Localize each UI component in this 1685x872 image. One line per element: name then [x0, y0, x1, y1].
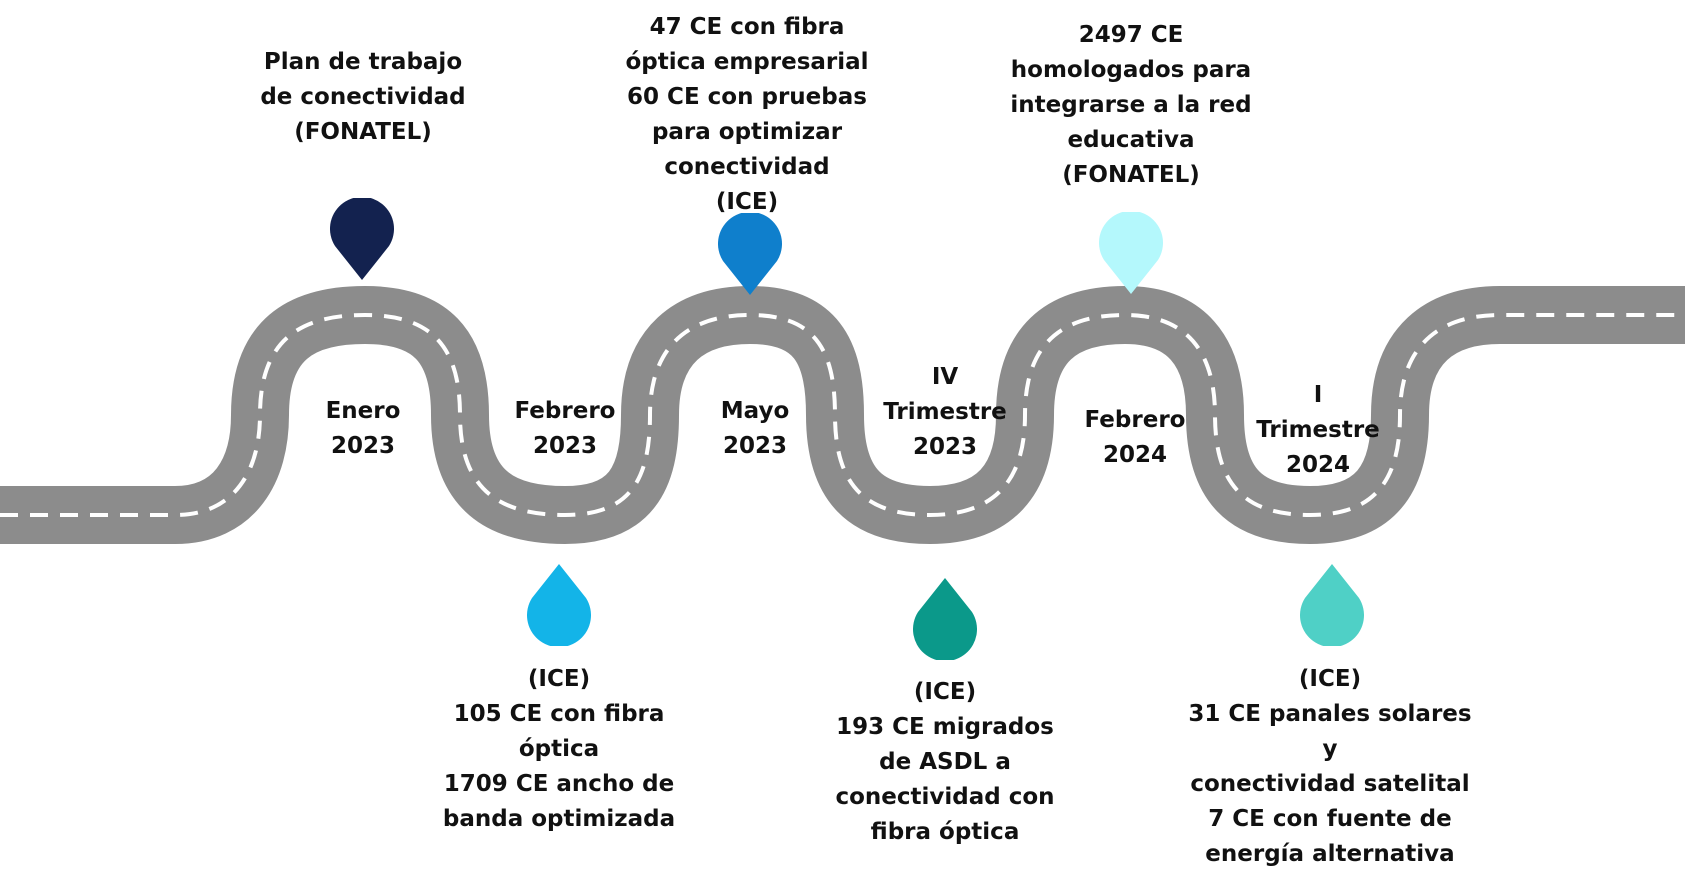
milestone-3-date: Mayo 2023 [720, 398, 790, 459]
milestone-1-description: Plan de trabajo de conectividad (FONATEL… [260, 49, 466, 145]
milestone-5-pin-icon [1099, 212, 1163, 294]
milestone-3-description: 47 CE con fibra óptica empresarial 60 CE… [625, 14, 869, 215]
milestone-6-description: (ICE) 31 CE panales solares y conectivid… [1188, 666, 1472, 867]
milestone-5-date: Febrero 2024 [1084, 407, 1186, 468]
milestone-6-date: I Trimestre 2024 [1256, 382, 1380, 478]
milestone-1-pin-icon [330, 198, 394, 280]
milestone-2-date: Febrero 2023 [514, 398, 616, 459]
milestone-4-description: (ICE) 193 CE migrados de ASDL a conectiv… [835, 679, 1055, 845]
milestone-1-date: Enero 2023 [325, 398, 401, 459]
milestone-5-description: 2497 CE homologados para integrarse a la… [1010, 22, 1252, 188]
milestone-4-pin-icon [913, 578, 977, 660]
milestone-6-pin-icon [1300, 564, 1364, 646]
winding-road [0, 286, 1685, 544]
road-surface [0, 286, 1685, 544]
milestone-2-pin-icon [527, 564, 591, 646]
milestone-3-pin-icon [718, 213, 782, 295]
milestone-4-date: IV Trimestre 2023 [883, 364, 1007, 460]
milestone-2-description: (ICE) 105 CE con fibra óptica 1709 CE an… [442, 666, 676, 832]
road-lane-marking [0, 312, 1685, 518]
